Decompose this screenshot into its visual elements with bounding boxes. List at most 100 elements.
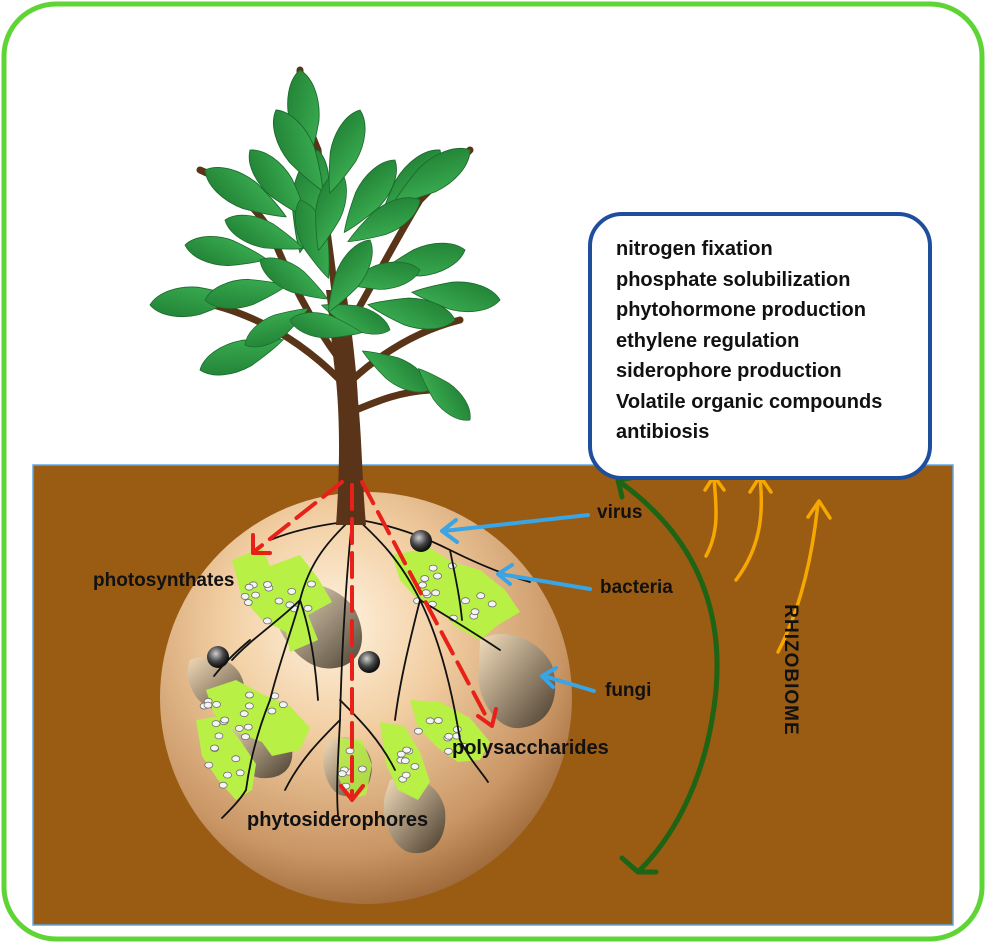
pgp-traits-list: nitrogen fixation phosphate solubilizati… [592, 216, 928, 448]
bacterium [433, 717, 443, 724]
trait-item: phytohormone production [616, 299, 866, 321]
bacterium [337, 770, 347, 778]
trait-item: Volatile organic compounds [616, 390, 883, 413]
exudate-arrows [254, 480, 490, 798]
label-virus: virus [597, 502, 643, 523]
arrowhead [619, 855, 659, 875]
bacterium [244, 583, 254, 591]
bacterium [444, 732, 454, 740]
bacterium [218, 781, 228, 789]
virus-particle [410, 530, 432, 552]
bacteria-patch [410, 700, 490, 762]
fungi-colony [383, 776, 446, 854]
bacterium [476, 592, 486, 600]
bacterium [245, 691, 254, 699]
volatile-arrow [734, 476, 764, 582]
exudate-arrowheads [251, 533, 498, 802]
bacterium [428, 564, 438, 572]
bacterium [203, 701, 213, 709]
bacterium [251, 591, 261, 599]
bacterium [444, 747, 453, 755]
bacterium [231, 755, 241, 763]
bacterium [421, 589, 431, 597]
bacterium [234, 725, 244, 732]
rhizobiome-arc [617, 479, 720, 873]
bacterium [243, 599, 253, 606]
tree [148, 66, 502, 525]
root-branch [213, 639, 251, 677]
arrow-photosynthates [254, 480, 344, 552]
bacterium [204, 761, 214, 769]
trait-item: ethylene regulation [616, 329, 800, 352]
microbe-arrows [440, 513, 596, 693]
bacterium [278, 701, 288, 709]
arrow-polysaccharides [360, 480, 490, 722]
root-branch [394, 599, 421, 721]
arrowhead [440, 518, 459, 544]
bacterium [470, 608, 480, 616]
bacterium [345, 747, 355, 755]
bacterium [431, 589, 441, 597]
bacterium [401, 771, 411, 779]
arrowhead [476, 707, 498, 728]
arrowhead [540, 666, 558, 689]
label-photosynthates: photosynthates [93, 570, 235, 591]
bacterium [220, 716, 230, 724]
arrowhead [496, 563, 514, 586]
virus-particles [207, 530, 432, 673]
bacterium [487, 600, 497, 608]
bacterium [239, 710, 249, 718]
arrow-bacteria [498, 572, 592, 591]
volatile-arrow [776, 501, 820, 654]
bacterium [433, 572, 442, 580]
bacterium [241, 733, 250, 741]
bacteria-patch [206, 680, 310, 756]
bacterium [425, 717, 435, 725]
bacterium [402, 746, 412, 754]
arrowhead [339, 784, 365, 802]
bacterium [267, 707, 277, 715]
bacterium [410, 763, 420, 770]
root-branch [449, 549, 463, 621]
pgp-traits-box: nitrogen fixation phosphate solubilizati… [588, 212, 932, 480]
bacterium [214, 732, 224, 740]
bacterium [396, 750, 406, 758]
bacterium [243, 723, 253, 731]
bacterium [461, 597, 470, 605]
label-fungi: fungi [605, 680, 652, 701]
bacterium [262, 617, 272, 625]
root-system [213, 517, 531, 819]
bacterium [263, 581, 272, 588]
bacterium [212, 701, 222, 708]
arrow-fungi [542, 674, 596, 693]
virus-particle [358, 651, 380, 673]
label-rhizobiome: RHIZOBIOME [780, 604, 801, 736]
trait-item: antibiosis [616, 421, 710, 443]
arrow-virus [442, 513, 590, 533]
bacterium [210, 744, 219, 752]
bacterium [357, 765, 367, 773]
root-branch [459, 739, 489, 783]
root-branch [221, 789, 247, 819]
root-branch [339, 699, 396, 771]
root-branch [245, 699, 271, 791]
root-branch [299, 599, 319, 701]
bacterium [211, 720, 221, 727]
label-polysaccharides: polysaccharides [452, 737, 609, 759]
arrowhead [251, 533, 272, 555]
bacterium [307, 580, 316, 588]
label-bacteria: bacteria [600, 577, 673, 598]
label-phytosiderophores: phytosiderophores [247, 809, 429, 831]
bacterium [420, 575, 430, 582]
bacterium [274, 597, 284, 605]
virus-particle [207, 646, 229, 668]
fungi-colony [478, 634, 556, 729]
bacterium [400, 757, 410, 765]
bacteria-patch [392, 548, 520, 640]
bacterium [244, 702, 254, 710]
root-branch [284, 719, 341, 791]
trait-item: phosphate solubilization [616, 268, 851, 291]
arrowhead [806, 499, 832, 520]
bacterium [223, 771, 232, 779]
